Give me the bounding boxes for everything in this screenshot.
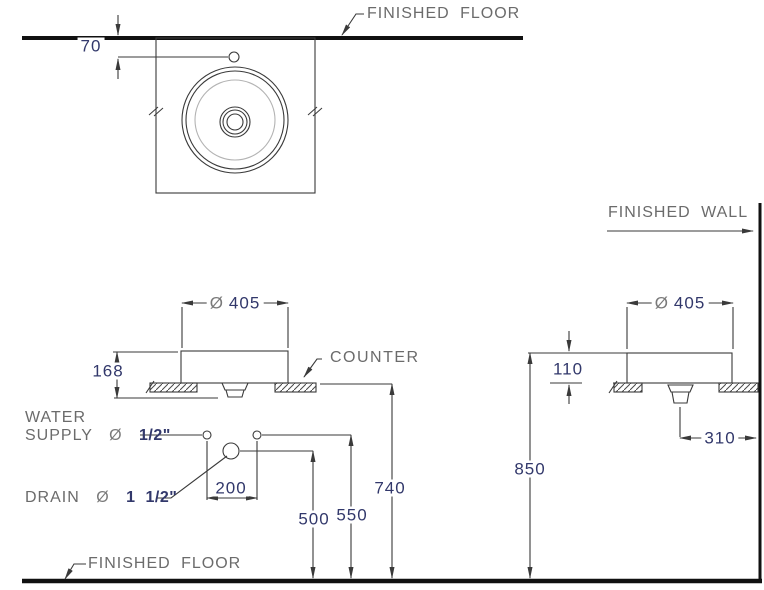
dim-drain-to-wall: 310 [701, 429, 739, 447]
break-mark-left [148, 106, 164, 117]
diameter-symbol: Ø [209, 293, 224, 313]
dim-front-diameter-value: 405 [228, 293, 261, 313]
counter-hatch-right [274, 382, 317, 393]
diameter-symbol: Ø [109, 427, 123, 444]
basin-rim-outer [181, 66, 289, 174]
plan-view [22, 13, 523, 194]
counter-label: COUNTER [330, 349, 420, 366]
basin-side-outline [626, 352, 733, 384]
drain-circle [222, 442, 240, 460]
dim-rim-above-counter: 110 [549, 360, 587, 378]
finished-wall-label: FINISHED WALL [608, 204, 749, 221]
dim-supply-height: 550 [333, 506, 371, 524]
drain-tail-side [671, 391, 690, 404]
dim-counter-height: 740 [371, 479, 409, 497]
dim-rim-height: 850 [511, 460, 549, 478]
drain-plan-outer [219, 106, 251, 138]
counter-hatch-left [149, 382, 198, 393]
drain-leader [157, 455, 228, 499]
water-supply-label-line2: SUPPLY Ø 1/2" [25, 428, 171, 444]
dim-supply-spacing: 200 [212, 479, 250, 497]
counter-plan-outline [155, 37, 316, 194]
finished-floor-label-top: FINISHED FLOOR [367, 5, 521, 22]
drain-size: 1 1/2" [126, 489, 178, 506]
dim-drain-height: 500 [295, 510, 333, 528]
diameter-symbol: Ø [654, 293, 669, 313]
finished-floor-bottom-leader [64, 563, 86, 580]
finished-floor-label-bottom: FINISHED FLOOR [88, 555, 242, 572]
faucet-hole-circle [228, 51, 240, 63]
drain-flange-front [221, 382, 249, 391]
dim-side-diameter-value: 405 [673, 293, 706, 313]
supply-circle-left [202, 430, 212, 440]
finished-floor-top-leader [341, 13, 364, 36]
drain-label: DRAIN Ø 1 1/2" [25, 490, 177, 506]
drain-flange-side [667, 384, 694, 393]
counter-side-hatch-right [718, 382, 759, 393]
basin-front-outline [180, 350, 289, 384]
dim-faucet-offset: 70 [77, 37, 105, 55]
basin-rim-inner [185, 70, 285, 170]
side-elevation [22, 203, 762, 584]
break-mark-right [307, 106, 323, 117]
drain-word: DRAIN [25, 489, 80, 506]
counter-side-hatch-left [613, 382, 643, 393]
basin-bowl [194, 79, 276, 161]
drain-plan-mid [222, 109, 248, 135]
water-supply-label-line1: WATER [25, 409, 86, 426]
dim-front-height: 168 [89, 362, 127, 380]
water-supply-size: 1/2" [139, 427, 171, 444]
supply-circle-right [252, 430, 262, 440]
water-supply-word: SUPPLY [25, 427, 93, 444]
diameter-symbol: Ø [96, 489, 110, 506]
counter-leader [303, 358, 322, 378]
drain-tail-front [225, 389, 245, 398]
drain-plan-inner [226, 113, 244, 131]
